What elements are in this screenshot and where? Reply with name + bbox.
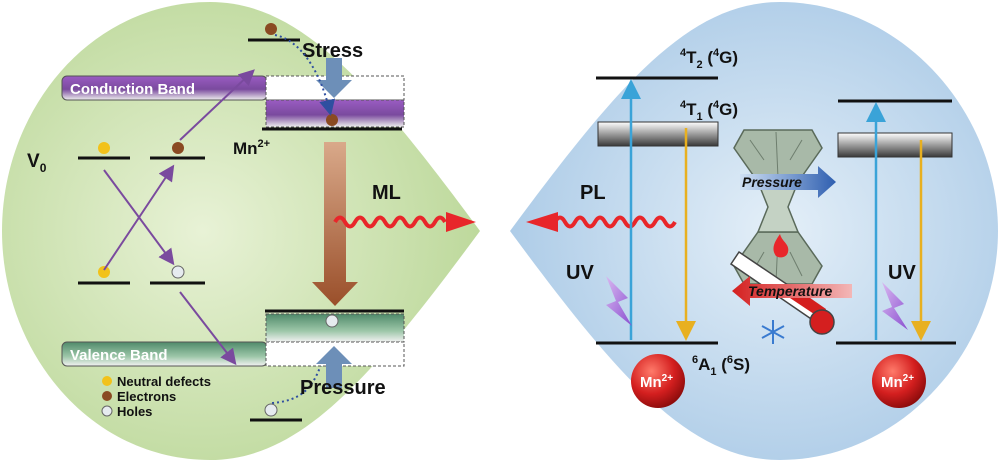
hole-lower xyxy=(171,265,185,279)
ml-wave-arrowhead xyxy=(446,212,476,232)
electron-upper xyxy=(172,142,184,154)
mn-ion-right xyxy=(872,354,926,408)
conduction-band-label: Conduction Band xyxy=(70,81,195,98)
legend-holes: Holes xyxy=(117,404,152,419)
t1-band xyxy=(597,121,719,147)
mn-ion-left-label: Mn2+ xyxy=(640,373,673,391)
cross-arrow-up xyxy=(103,164,175,271)
pl-wave-arrowhead xyxy=(526,212,558,232)
mn-ion-left xyxy=(631,354,685,408)
mn-ion-right-label: Mn2+ xyxy=(881,373,914,391)
vacancy-label: V0 xyxy=(27,151,47,175)
uv-bolt-left xyxy=(606,276,632,326)
mn-label: Mn2+ xyxy=(233,138,270,158)
pressure-arrow-left xyxy=(316,346,352,388)
electron-to-cb-arrow xyxy=(179,69,255,141)
uv-label-left: UV xyxy=(566,262,594,284)
a1-label: 6A1 (6S) xyxy=(692,354,750,378)
stress-label: Stress xyxy=(302,40,363,62)
pressure-arrow-right xyxy=(740,166,836,198)
stress-arrow xyxy=(316,58,352,98)
t2-label: 4T2 (4G) xyxy=(680,47,738,71)
valence-hole xyxy=(325,314,339,328)
electron-dotted-path xyxy=(274,34,335,116)
cross-arrow-down xyxy=(103,169,175,266)
snowflake-icon xyxy=(761,320,785,344)
temperature-arrow xyxy=(732,276,852,306)
right-background xyxy=(510,2,998,460)
bottom-hole xyxy=(264,403,278,417)
hole-to-vb-arrow xyxy=(179,291,237,366)
pressure-label-right: Pressure xyxy=(742,174,802,190)
pl-label: PL xyxy=(580,182,606,204)
mn-electron xyxy=(326,114,338,126)
ml-label: ML xyxy=(372,182,401,204)
hole-dotted-path xyxy=(271,324,336,404)
legend-hole-dot xyxy=(101,405,113,417)
top-electron xyxy=(265,23,277,35)
valence-band-label: Valence Band xyxy=(70,347,168,364)
t1-band-right xyxy=(837,132,953,158)
t1-label: 4T1 (4G) xyxy=(680,99,738,123)
legend-electron-dot xyxy=(102,391,112,401)
neutral-defect-upper xyxy=(98,142,110,154)
left-background xyxy=(2,2,480,460)
temperature-label: Temperature xyxy=(748,283,833,299)
fire-icon xyxy=(773,234,789,258)
ml-wave xyxy=(333,215,447,229)
neutral-defect-lower xyxy=(98,266,110,278)
uv-bolt-right xyxy=(882,282,908,330)
pressure-label-left: Pressure xyxy=(300,377,386,399)
energy-transfer-arrow xyxy=(312,142,358,306)
legend-defect-dot xyxy=(102,376,112,386)
legend-neutral-defects: Neutral defects xyxy=(117,374,211,389)
legend-electrons: Electrons xyxy=(117,389,176,404)
uv-label-right: UV xyxy=(888,262,916,284)
pl-wave xyxy=(553,215,677,229)
